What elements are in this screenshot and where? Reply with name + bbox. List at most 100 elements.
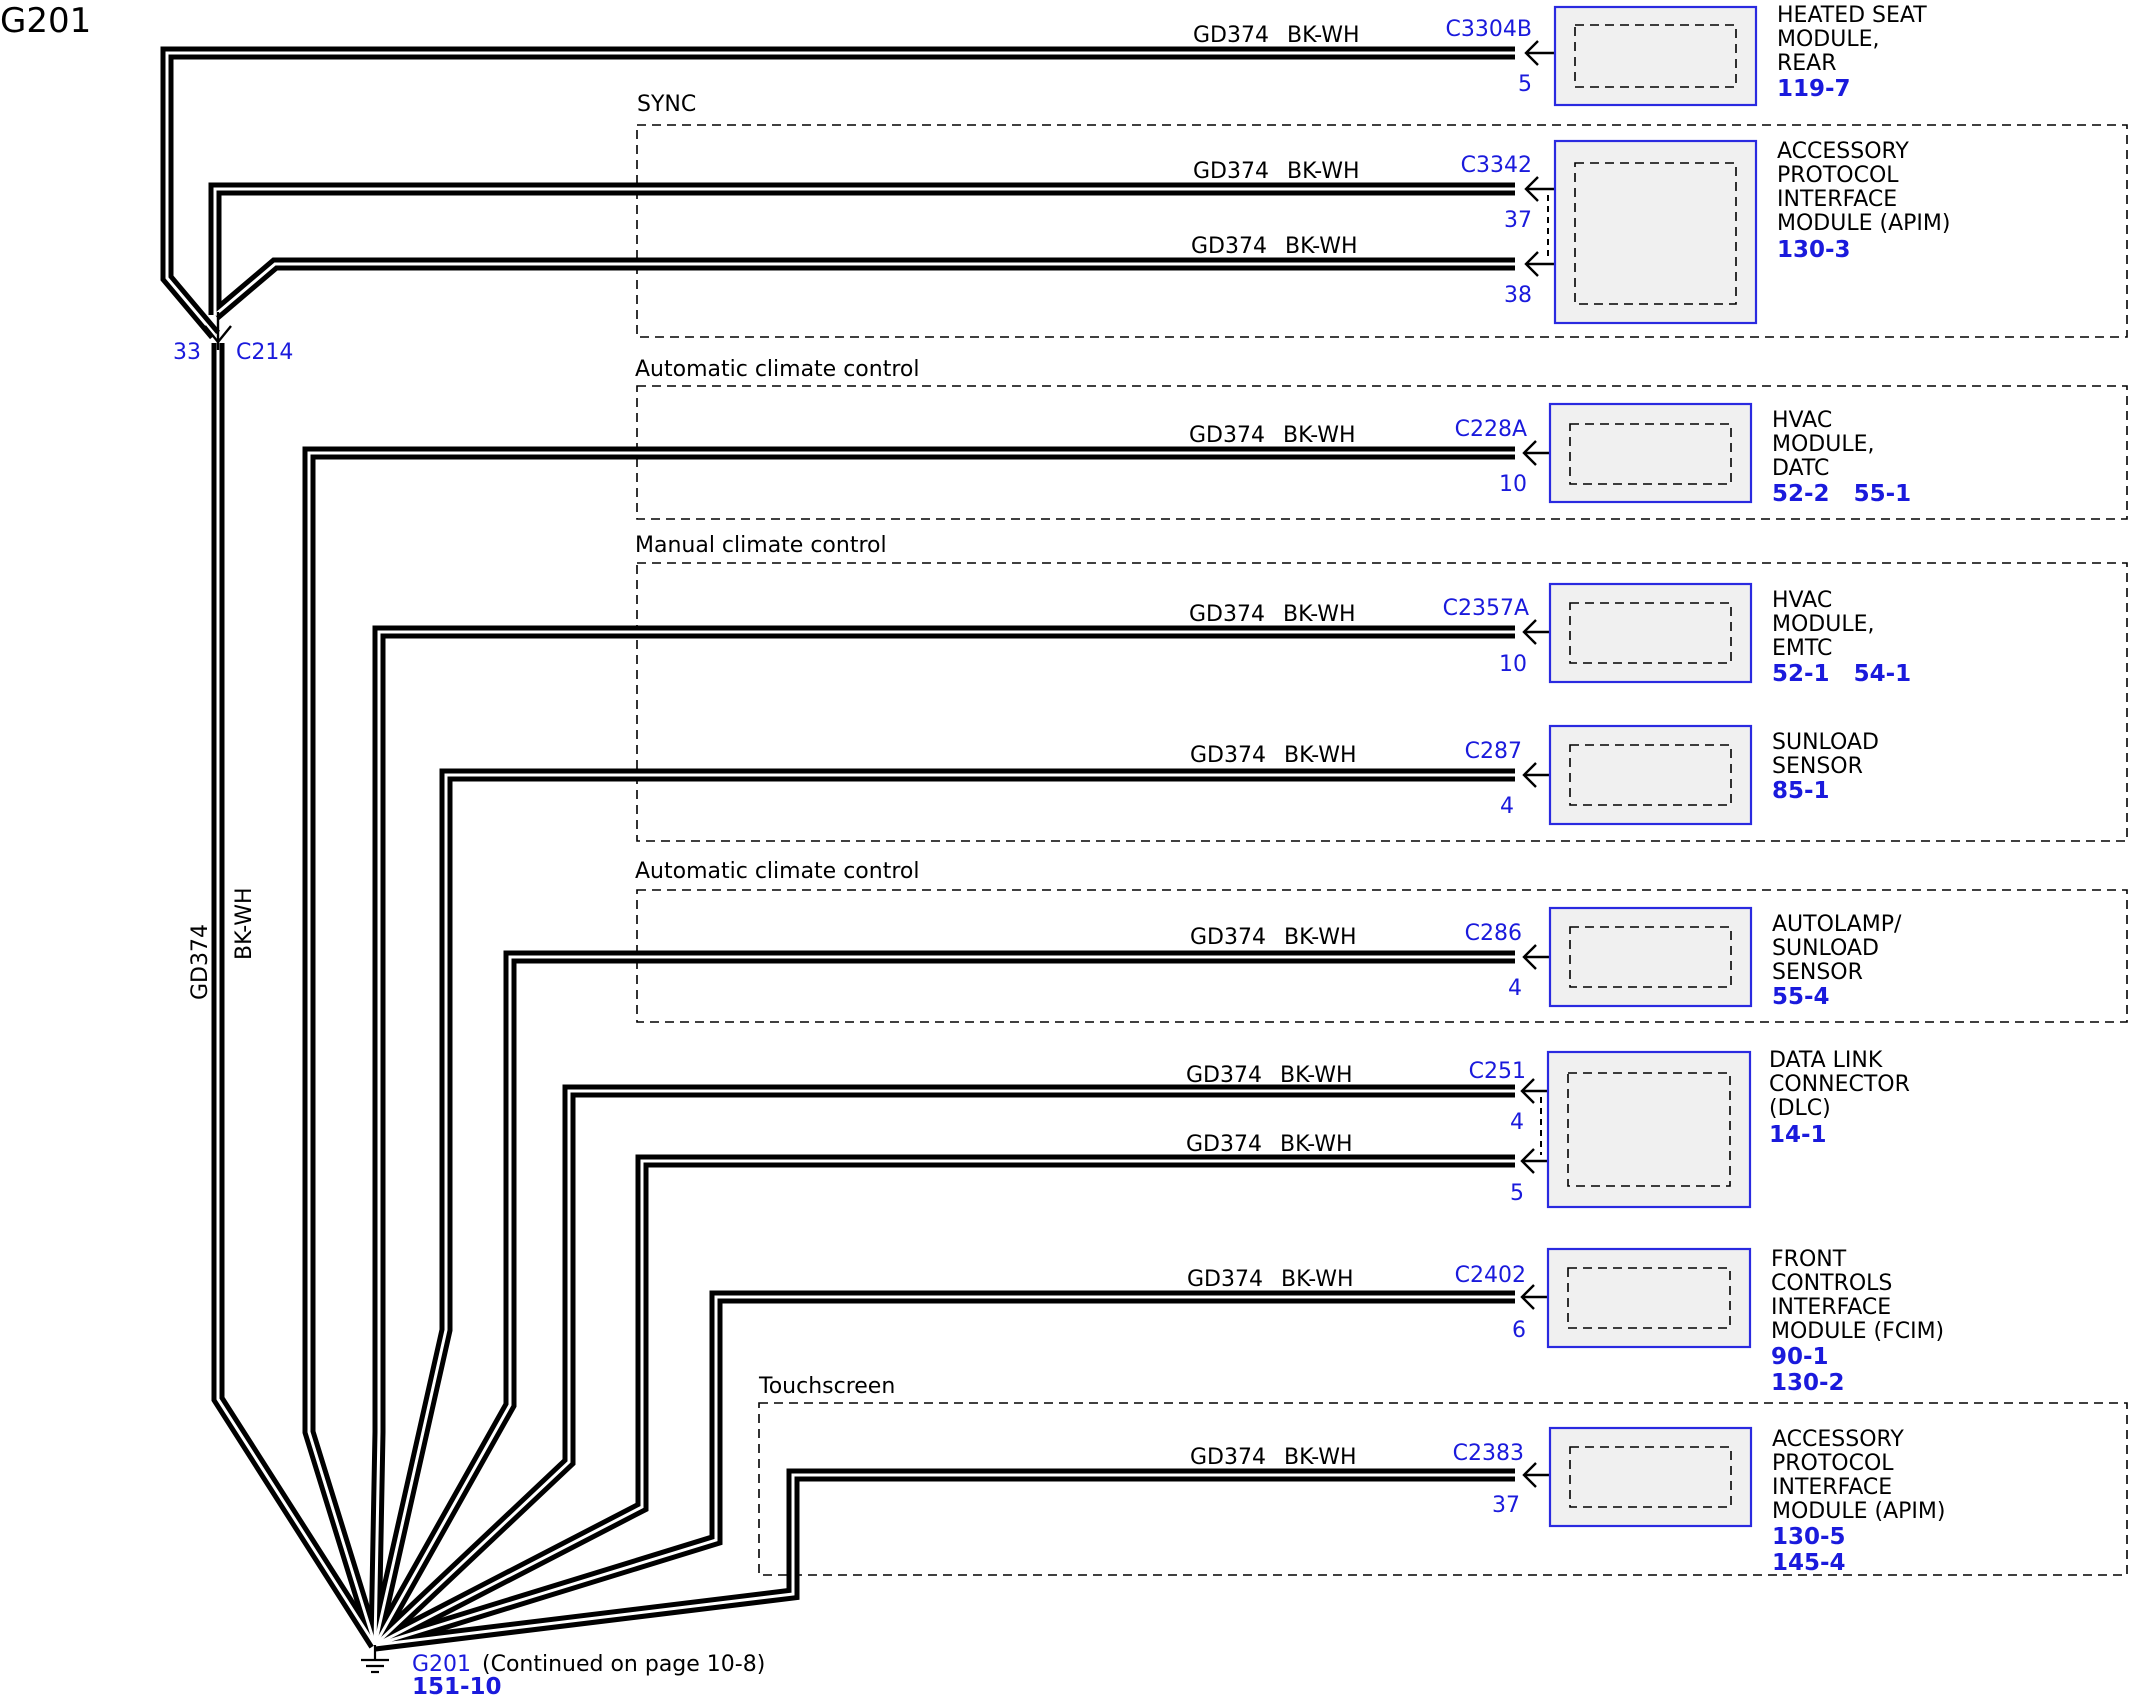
module-boxes bbox=[1546, 5, 1758, 1528]
group-box-touchscreen bbox=[758, 1402, 2128, 1576]
group-label-touchscreen: Touchscreen bbox=[758, 1374, 895, 1399]
wire-6-circuit: GD374 bbox=[1190, 743, 1266, 768]
wire-core-8 bbox=[373, 1089, 1515, 1647]
splice-c214-symbol bbox=[204, 312, 232, 350]
wire-11-circuit: GD374 bbox=[1190, 1445, 1266, 1470]
connector-id-7: C286 bbox=[1465, 921, 1522, 946]
ground-ref: 151-10 bbox=[412, 1674, 502, 1696]
pin-number-8: 4 bbox=[1510, 1110, 1524, 1135]
module-ref-fcim: 90-1 130-2 bbox=[1771, 1344, 1845, 1396]
wire-core-7 bbox=[373, 955, 1515, 1646]
wire-9-color: BK-WH bbox=[1280, 1132, 1353, 1157]
wire-path-6 bbox=[368, 768, 1515, 1647]
group-box-sync bbox=[636, 124, 2128, 338]
main-wire-circuit: GD374 bbox=[188, 924, 213, 1000]
connector-id-4: C228A bbox=[1455, 417, 1527, 442]
wire-core-5 bbox=[373, 630, 1515, 1646]
pin-number-9: 5 bbox=[1510, 1181, 1524, 1206]
module-ref-autolamp: 55-4 bbox=[1772, 984, 1830, 1010]
connector-id-1: C3304B bbox=[1446, 17, 1532, 42]
pin-number-2: 37 bbox=[1504, 208, 1532, 233]
module-apim-sync bbox=[1553, 139, 1758, 325]
wire-core-6 bbox=[373, 773, 1515, 1646]
wire-5-color: BK-WH bbox=[1283, 602, 1356, 627]
main-wire-color: BK-WH bbox=[232, 887, 257, 960]
group-label-auto-climate-2: Automatic climate control bbox=[635, 859, 919, 884]
wire-3-circuit: GD374 bbox=[1191, 234, 1267, 259]
wire-2-circuit: GD374 bbox=[1193, 159, 1269, 184]
connector-labels: C3304B 5 C3342 37 38 C228A 10 C2357A 10 … bbox=[1443, 17, 1532, 1518]
module-label-hvac-emtc: HVAC MODULE, EMTC bbox=[1772, 588, 1882, 661]
page-label: G201 bbox=[0, 1, 91, 41]
wire-3-color: BK-WH bbox=[1285, 234, 1358, 259]
connector-id-10: C2402 bbox=[1455, 1263, 1526, 1288]
wire-core-2 bbox=[213, 187, 1515, 315]
wire-8-color: BK-WH bbox=[1280, 1063, 1353, 1088]
module-autolamp-sunload bbox=[1548, 906, 1753, 1008]
wire-2-color: BK-WH bbox=[1287, 159, 1360, 184]
module-label-hvac-datc: HVAC MODULE, DATC bbox=[1772, 408, 1882, 481]
wire-core-11 bbox=[374, 1473, 1515, 1647]
module-labels: HEATED SEAT MODULE, REAR 119-7 ACCESSORY… bbox=[1769, 3, 1950, 1576]
wire-harness bbox=[160, 46, 1515, 1652]
connector-id-2: C3342 bbox=[1461, 153, 1532, 178]
pin-number-6: 4 bbox=[1500, 794, 1514, 819]
module-ref-apim-sync: 130-3 bbox=[1777, 237, 1851, 263]
module-ref-apim-touch: 130-5 145-4 bbox=[1772, 1524, 1854, 1576]
group-label-auto-climate-1: Automatic climate control bbox=[635, 357, 919, 382]
connector-id-8: C251 bbox=[1469, 1059, 1526, 1084]
module-hvac-datc bbox=[1548, 402, 1753, 504]
connector-id-11: C2383 bbox=[1453, 1441, 1524, 1466]
module-label-apim-touch: ACCESSORY PROTOCOL INTERFACE MODULE (API… bbox=[1772, 1427, 1945, 1524]
module-sunload-sensor bbox=[1548, 724, 1753, 826]
module-ref-sunload: 85-1 bbox=[1772, 778, 1830, 804]
wire-10-color: BK-WH bbox=[1281, 1267, 1354, 1292]
group-label-manual-climate: Manual climate control bbox=[635, 533, 887, 558]
module-heated-seat bbox=[1553, 5, 1758, 107]
module-ref-hvac-emtc: 52-1 54-1 bbox=[1772, 661, 1911, 687]
pin-number-1: 5 bbox=[1518, 72, 1532, 97]
pin-number-3: 38 bbox=[1504, 283, 1532, 308]
module-label-sunload: SUNLOAD SENSOR bbox=[1772, 730, 1886, 779]
module-dlc bbox=[1546, 1050, 1752, 1209]
module-ref-hvac-datc: 52-2 55-1 bbox=[1772, 481, 1911, 507]
module-fcim bbox=[1546, 1247, 1752, 1349]
wire-labels: GD374 BK-WH GD374 BK-WH GD374 BK-WH GD37… bbox=[1186, 23, 1360, 1470]
group-boxes bbox=[636, 124, 2128, 1576]
wire-core-main bbox=[216, 343, 377, 1646]
wire-1-color: BK-WH bbox=[1287, 23, 1360, 48]
wire-7-circuit: GD374 bbox=[1190, 925, 1266, 950]
group-label-sync: SYNC bbox=[637, 92, 696, 117]
splice-connector: C214 bbox=[236, 340, 293, 365]
connector-id-5: C2357A bbox=[1443, 596, 1529, 621]
wire-6-color: BK-WH bbox=[1284, 743, 1357, 768]
module-label-apim-sync: ACCESSORY PROTOCOL INTERFACE MODULE (API… bbox=[1777, 139, 1950, 236]
ground-icon bbox=[361, 1645, 389, 1674]
module-label-autolamp: AUTOLAMP/ SUNLOAD SENSOR bbox=[1772, 912, 1908, 985]
splice-pin: 33 bbox=[173, 340, 201, 365]
wire-main bbox=[211, 343, 381, 1649]
wire-4-color: BK-WH bbox=[1283, 423, 1356, 448]
module-hvac-emtc bbox=[1548, 582, 1753, 684]
wire-10-circuit: GD374 bbox=[1187, 1267, 1263, 1292]
pin-number-5: 10 bbox=[1499, 652, 1527, 677]
group-box-manual-climate bbox=[636, 562, 2128, 842]
pin-number-7: 4 bbox=[1508, 976, 1522, 1001]
module-label-heated-seat: HEATED SEAT MODULE, REAR bbox=[1777, 3, 1934, 76]
pin-number-11: 37 bbox=[1492, 1493, 1520, 1518]
ground-note: (Continued on page 10-8) bbox=[482, 1652, 765, 1677]
wire-core-1 bbox=[165, 51, 1515, 336]
wire-core-10 bbox=[374, 1295, 1515, 1647]
wire-1-circuit: GD374 bbox=[1193, 23, 1269, 48]
ground-id: G201 bbox=[412, 1652, 471, 1677]
wire-7-color: BK-WH bbox=[1284, 925, 1357, 950]
wire-5-circuit: GD374 bbox=[1189, 602, 1265, 627]
wire-11-color: BK-WH bbox=[1284, 1445, 1357, 1470]
wire-8-circuit: GD374 bbox=[1186, 1063, 1262, 1088]
wire-9-circuit: GD374 bbox=[1186, 1132, 1262, 1157]
wire-4-circuit: GD374 bbox=[1189, 423, 1265, 448]
module-ref-dlc: 14-1 bbox=[1769, 1122, 1827, 1148]
wire-path-3 bbox=[210, 257, 1515, 320]
module-label-fcim: FRONT CONTROLS INTERFACE MODULE (FCIM) bbox=[1771, 1247, 1944, 1344]
